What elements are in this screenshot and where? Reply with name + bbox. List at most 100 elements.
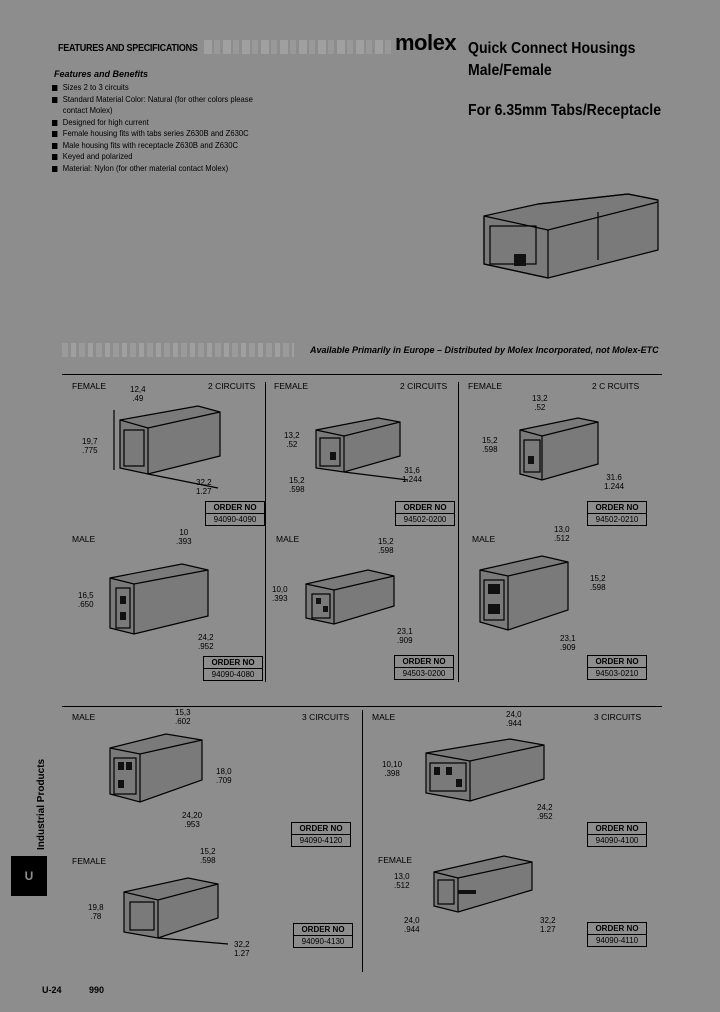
circuits-label: 3 CIRCUITS: [302, 712, 350, 722]
dimension-label: 13,0.512: [394, 872, 410, 890]
dimension-label: 18,0.709: [216, 767, 232, 785]
dimension-label: 13,2.52: [532, 394, 548, 412]
column-divider: [362, 710, 363, 972]
page-code: 990: [89, 985, 105, 995]
column-divider: [458, 382, 459, 682]
male-2c-housing-drawing: [479, 555, 569, 631]
order-number: 94502-0200: [403, 515, 447, 524]
female-3c-housing-drawing: [433, 855, 533, 913]
order-box: ORDER NO 94502-0200: [395, 501, 455, 526]
dimension-label: 23,1.909: [397, 627, 413, 645]
female-2c-housing-drawing: [519, 417, 599, 481]
housing-illustration: [483, 193, 659, 279]
type-label: MALE: [472, 534, 496, 544]
order-number: 94090-4100: [595, 836, 639, 845]
type-label: MALE: [72, 534, 96, 544]
feature-item: Material: Nylon (for other material cont…: [52, 163, 268, 175]
male-3c-housing-drawing: [425, 738, 545, 802]
female-2c-housing-drawing: [113, 405, 221, 489]
features-title: FEATURES AND SPECIFICATIONS: [58, 43, 198, 54]
circuits-label: 2 C RCUITS: [592, 381, 640, 391]
dimension-label: 15,2.598: [200, 847, 216, 865]
type-label: FEMALE: [274, 381, 309, 391]
dimension-label: 24,20.953: [182, 811, 203, 829]
feature-item: Keyed and polarized: [52, 151, 268, 163]
circuits-label: 2 CIRCUITS: [208, 381, 256, 391]
order-box: ORDER NO 94090-4080: [203, 656, 263, 681]
type-label: FEMALE: [72, 856, 107, 866]
order-box: ORDER NO 94502-0210: [587, 501, 647, 526]
dimension-label: 10,10.398: [382, 760, 403, 778]
title-line-2: Male/Female: [468, 62, 552, 79]
dimension-label: 19,7.775: [82, 437, 98, 455]
feature-item: Standard Material Color: Natural (for ot…: [52, 94, 268, 117]
features-heading: Features and Benefits: [54, 69, 149, 79]
dimension-label: 15,2.598: [378, 537, 394, 555]
dimension-label: 23,1.909: [560, 634, 576, 652]
header-ornament: [204, 40, 394, 54]
column-divider: [265, 382, 266, 682]
order-number: 94090-4120: [299, 836, 343, 845]
order-heading: ORDER NO: [204, 657, 262, 669]
dimension-label: 10.393: [176, 528, 192, 546]
order-heading: ORDER NO: [588, 656, 646, 668]
type-label: MALE: [372, 712, 396, 722]
section-side-label: Industrial Products: [36, 758, 47, 850]
type-label: MALE: [276, 534, 300, 544]
order-number: 94090-4130: [301, 937, 345, 946]
dimension-label: 19,8.78: [88, 903, 104, 921]
dimension-label: 24,0.944: [506, 710, 522, 728]
availability-ornament: [62, 343, 294, 357]
feature-item: Female housing fits with tabs series Z63…: [52, 128, 268, 140]
order-heading: ORDER NO: [292, 823, 350, 835]
male-3c-housing-drawing: [109, 733, 203, 803]
dimension-label: 15,2.598: [289, 476, 305, 494]
dimension-label: 24,2.952: [198, 633, 214, 651]
molex-logo: molex: [395, 30, 457, 55]
title-line-1: Quick Connect Housings: [468, 40, 636, 57]
top-rule: [62, 374, 662, 375]
order-number: 94503-0210: [595, 669, 639, 678]
dimension-label: 15,2.598: [482, 436, 498, 454]
order-heading: ORDER NO: [396, 502, 454, 514]
order-heading: ORDER NO: [588, 923, 646, 935]
order-number: 94090-4110: [595, 936, 639, 945]
order-box: ORDER NO 94090-4130: [293, 923, 353, 948]
feature-item: Designed for high current: [52, 117, 268, 129]
features-list: Sizes 2 to 3 circuits Standard Material …: [52, 82, 292, 174]
dimension-label: 13,2.52: [284, 431, 300, 449]
order-number: 94090-4080: [211, 670, 255, 679]
page-number: U-24: [42, 985, 62, 995]
dimension-label: 13,0.512: [554, 525, 570, 543]
dimension-label: 24,0.944: [404, 916, 420, 934]
order-box: ORDER NO 94503-0200: [394, 655, 454, 680]
order-box: ORDER NO 94090-4110: [587, 922, 647, 947]
page-title: Quick Connect Housings Male/Female: [468, 38, 635, 82]
order-number: 94502-0210: [595, 515, 639, 524]
dimension-label: 24,2.952: [537, 803, 553, 821]
order-heading: ORDER NO: [588, 823, 646, 835]
male-2c-housing-drawing: [109, 563, 209, 635]
order-box: ORDER NO 94090-4120: [291, 822, 351, 847]
dimension-label: 15,2.598: [590, 574, 606, 592]
male-2c-housing-drawing: [305, 569, 395, 625]
availability-note: Available Primarily in Europe – Distribu…: [310, 345, 659, 355]
dimension-label: 10,0.393: [272, 585, 288, 603]
order-heading: ORDER NO: [395, 656, 453, 668]
order-box: ORDER NO 94090-4090: [205, 501, 265, 526]
order-heading: ORDER NO: [588, 502, 646, 514]
type-label: FEMALE: [468, 381, 503, 391]
type-label: MALE: [72, 712, 96, 722]
order-box: ORDER NO 94090-4100: [587, 822, 647, 847]
type-label: FEMALE: [378, 855, 413, 865]
section-tab: U: [11, 856, 47, 896]
section-rule: [62, 706, 662, 707]
dimension-label: 15,3.602: [175, 708, 191, 726]
feature-item: Sizes 2 to 3 circuits: [52, 82, 268, 94]
female-3c-housing-drawing: [123, 877, 229, 945]
